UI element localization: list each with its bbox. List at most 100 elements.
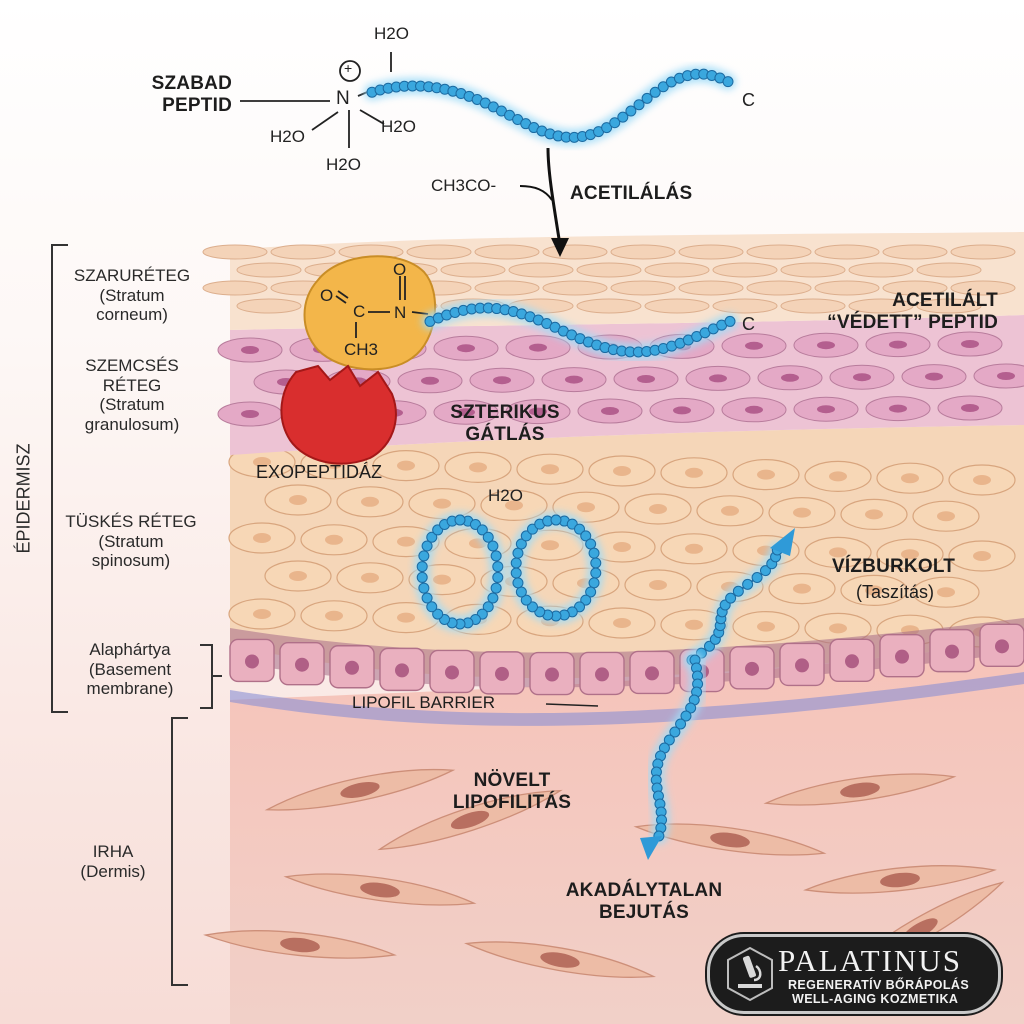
fibroblast-nucleus <box>710 832 750 848</box>
spinosum-nucleus <box>685 467 703 478</box>
spinosum-nucleus <box>757 469 775 480</box>
granulosum-nucleus <box>565 375 583 384</box>
basal-nucleus <box>845 654 859 669</box>
basal-nucleus <box>495 666 509 681</box>
spinosum-nucleus <box>793 583 811 594</box>
spinosum-nucleus <box>541 464 559 475</box>
corneum-cell <box>202 280 268 296</box>
granulosum-nucleus <box>637 375 655 383</box>
basal-nucleus <box>545 667 559 682</box>
fibroblast-nucleus <box>280 937 320 953</box>
diffusing-peptide-down <box>648 652 706 844</box>
amino-acid-bead <box>515 538 527 550</box>
arrow-down-head <box>640 836 662 860</box>
granulosum-nucleus <box>817 405 835 414</box>
corneum-cell <box>950 244 1016 260</box>
fibroblast <box>463 941 656 978</box>
exopeptidase-label: EXOPEPTIDÁZ <box>256 462 383 482</box>
logo-line2: WELL-AGING KOZMETIKA <box>792 992 959 1006</box>
acetyl-join-line <box>519 185 553 201</box>
amino-acid-bead <box>482 531 494 543</box>
protected-peptide-label: ACETILÁLT“VÉDETT” PEPTID <box>827 290 998 334</box>
basal-nucleus <box>445 665 459 680</box>
amino-acid-bead <box>476 524 488 536</box>
spinosum-nucleus <box>289 495 307 505</box>
amino-acid-bead <box>722 76 734 88</box>
fibroblast <box>283 873 477 906</box>
corneum-cell <box>712 298 778 314</box>
corneum-cell <box>576 298 642 314</box>
logo-name: PALATINUS <box>778 943 962 978</box>
spinosum-nucleus <box>433 498 451 509</box>
h2o-right: H2O <box>381 117 416 136</box>
amino-acid-bead <box>526 601 538 613</box>
arrow-up-head <box>770 528 795 556</box>
basal-nucleus <box>295 657 309 672</box>
amino-acid-bead <box>490 582 502 594</box>
spinosum-nucleus <box>361 496 379 507</box>
spinosum-nucleus <box>253 609 271 619</box>
spinosum-nucleus <box>577 502 595 513</box>
corneum-cell <box>678 244 744 260</box>
fibroblast-nucleus <box>540 952 580 968</box>
spinosum-nucleus <box>253 457 271 467</box>
dermis-layer <box>230 640 1024 1024</box>
spinosum-nucleus <box>937 587 955 598</box>
corneum-cell <box>916 262 982 278</box>
amino-acid-bead <box>487 592 499 604</box>
amino-acid-bead <box>590 567 602 579</box>
amino-acid-bead <box>426 531 438 543</box>
corneum-cell <box>644 262 710 278</box>
acetylation-arrow-head <box>551 238 569 257</box>
amino-acid-bead <box>416 561 428 573</box>
granulosum-nucleus <box>457 344 475 353</box>
amino-acid-bead <box>426 601 438 613</box>
microscope-icon <box>727 946 773 1002</box>
spinosum-nucleus <box>901 549 919 560</box>
epidermis-label: ÉPIDERMISZ <box>13 443 34 554</box>
amino-acid-bead <box>580 530 592 542</box>
fibroblast-nucleus <box>880 872 920 888</box>
corneum-cell <box>780 262 846 278</box>
fibroblast-nucleus <box>360 882 400 898</box>
spinosum-nucleus <box>325 610 343 621</box>
basal-nucleus <box>895 649 909 664</box>
granulosum-nucleus <box>961 404 979 412</box>
layer-brackets <box>51 244 222 986</box>
fibroblast <box>377 789 563 851</box>
fibroblast <box>633 823 827 856</box>
corneum-cell <box>236 298 302 314</box>
acetylation-label: ACETILÁLÁS <box>570 183 693 204</box>
amino-acid-bead <box>510 557 522 569</box>
spinosum-nucleus <box>613 618 631 628</box>
amino-acid-bead <box>418 582 430 594</box>
corneum-cell <box>542 280 608 296</box>
corneum-cell <box>916 298 982 314</box>
amino-acid-bead <box>617 111 629 123</box>
amino-acid-bead <box>625 105 637 117</box>
fibroblast-nucleus <box>340 781 380 799</box>
amino-acid-bead <box>732 585 744 597</box>
spinosum-nucleus <box>901 473 919 484</box>
fibroblast <box>803 865 997 894</box>
amino-acid-bead <box>520 594 532 606</box>
repulsion-label: (Taszítás) <box>856 582 935 602</box>
basal-nucleus <box>795 658 809 673</box>
amino-acid-bead <box>680 710 692 722</box>
amino-acid-bead <box>703 640 715 652</box>
granulosum-nucleus <box>529 343 547 352</box>
fibroblast-nucleus <box>450 810 490 830</box>
palatinus-logo: PALATINUS REGENERATÍV BŐRÁPOLÁS WELL-AGI… <box>707 934 1001 1014</box>
spinosum-nucleus <box>505 500 523 511</box>
spinosum-nucleus <box>397 536 415 547</box>
amino-acid-bead <box>490 550 502 562</box>
corneum-cell <box>814 280 880 296</box>
corneum-cell <box>542 244 608 260</box>
amino-acid-bead <box>482 601 494 613</box>
granulosum-nucleus <box>241 410 259 418</box>
basement-membrane-top <box>230 618 1024 688</box>
